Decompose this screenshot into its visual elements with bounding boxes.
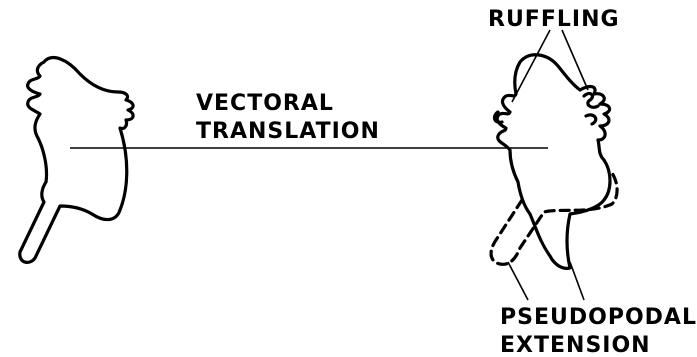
pseudopod-dashed-outline bbox=[491, 170, 617, 264]
vectoral-label-line2: TRANSLATION bbox=[196, 119, 380, 144]
ruffle-squiggle-1 bbox=[584, 93, 598, 107]
ruffling-label: RUFFLING bbox=[488, 7, 620, 32]
left-cell-outline bbox=[20, 58, 133, 263]
right-cell-outline bbox=[497, 55, 610, 269]
ruffling-pointer-2 bbox=[562, 30, 588, 90]
pseudopodal-pointer-2 bbox=[570, 262, 584, 300]
pseudopodal-label-line1: PSEUDOPODAL bbox=[500, 305, 697, 330]
pseudopodal-pointer-1 bbox=[508, 262, 528, 300]
pseudopodal-label-line2: EXTENSION bbox=[500, 333, 651, 357]
ruffle-squiggle-2 bbox=[586, 115, 596, 124]
vectoral-label-line1: VECTORAL bbox=[196, 91, 334, 116]
